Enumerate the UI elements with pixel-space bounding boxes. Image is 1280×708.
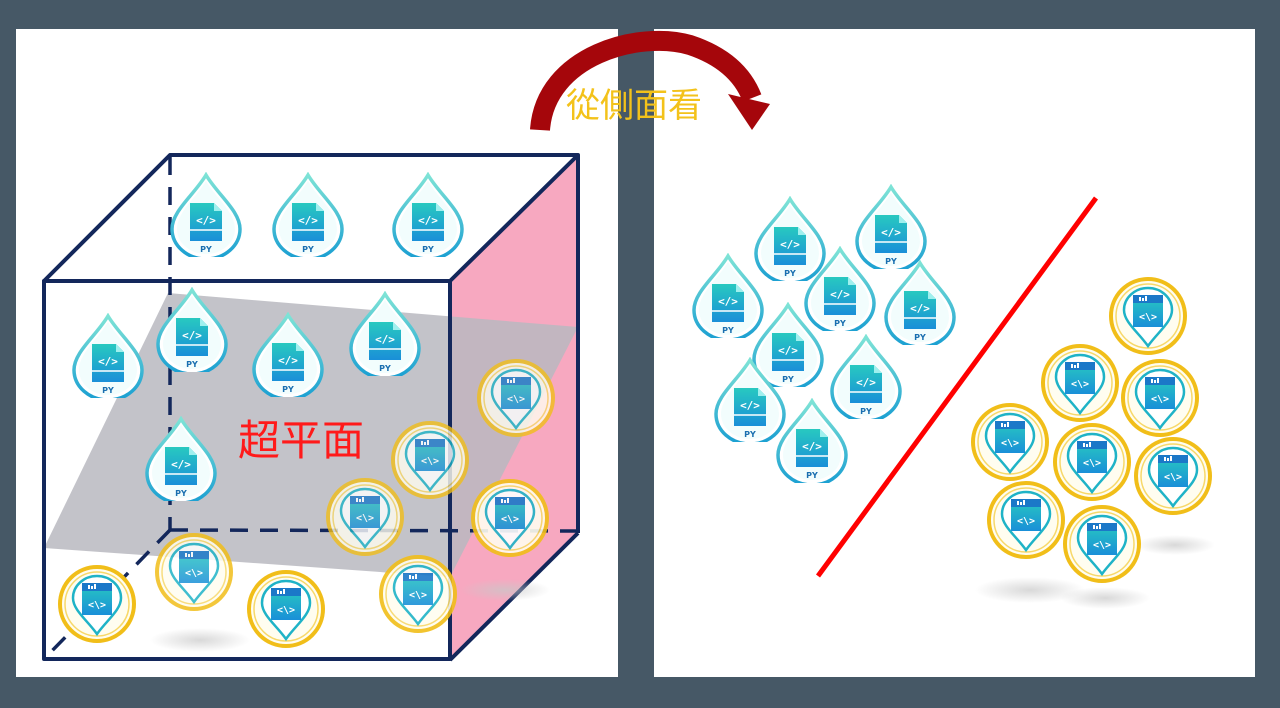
chart-badge-icon (58, 565, 136, 643)
python-drop-icon (392, 173, 464, 257)
python-drop-icon (349, 292, 421, 376)
chart-badge-icon (987, 481, 1065, 559)
python-drop-icon (692, 254, 764, 338)
chart-badge-icon (379, 555, 457, 633)
chart-badge-icon (471, 479, 549, 557)
python-drop-icon (855, 185, 927, 269)
hyperplane-label: 超平面 (238, 416, 364, 465)
chart-badge-icon (1134, 437, 1212, 515)
chart-badge-icon (1063, 505, 1141, 583)
chart-badge-icon (1109, 277, 1187, 355)
python-drop-icon (884, 261, 956, 345)
chart-badge-icon (1121, 359, 1199, 437)
python-drop-icon (272, 173, 344, 257)
chart-badge-icon (155, 533, 233, 611)
chart-badge-icon (247, 570, 325, 648)
curved-arrow (530, 30, 770, 132)
shadows (150, 535, 1215, 652)
chart-badge-icon (971, 403, 1049, 481)
python-drop-icon (776, 399, 848, 483)
python-drop-icon (72, 314, 144, 398)
chart-badge-icon (1041, 344, 1119, 422)
python-drop-icon (170, 173, 242, 257)
python-drop-icon (754, 197, 826, 281)
python-drop-icon (830, 335, 902, 419)
chart-badge-icon (1053, 423, 1131, 501)
chart-badge-icon (477, 359, 555, 437)
chart-badge-icon (391, 421, 469, 499)
chart-badge-icon (326, 478, 404, 556)
arrow-label: 從側面看 (566, 86, 702, 126)
separator-line (815, 196, 1099, 578)
